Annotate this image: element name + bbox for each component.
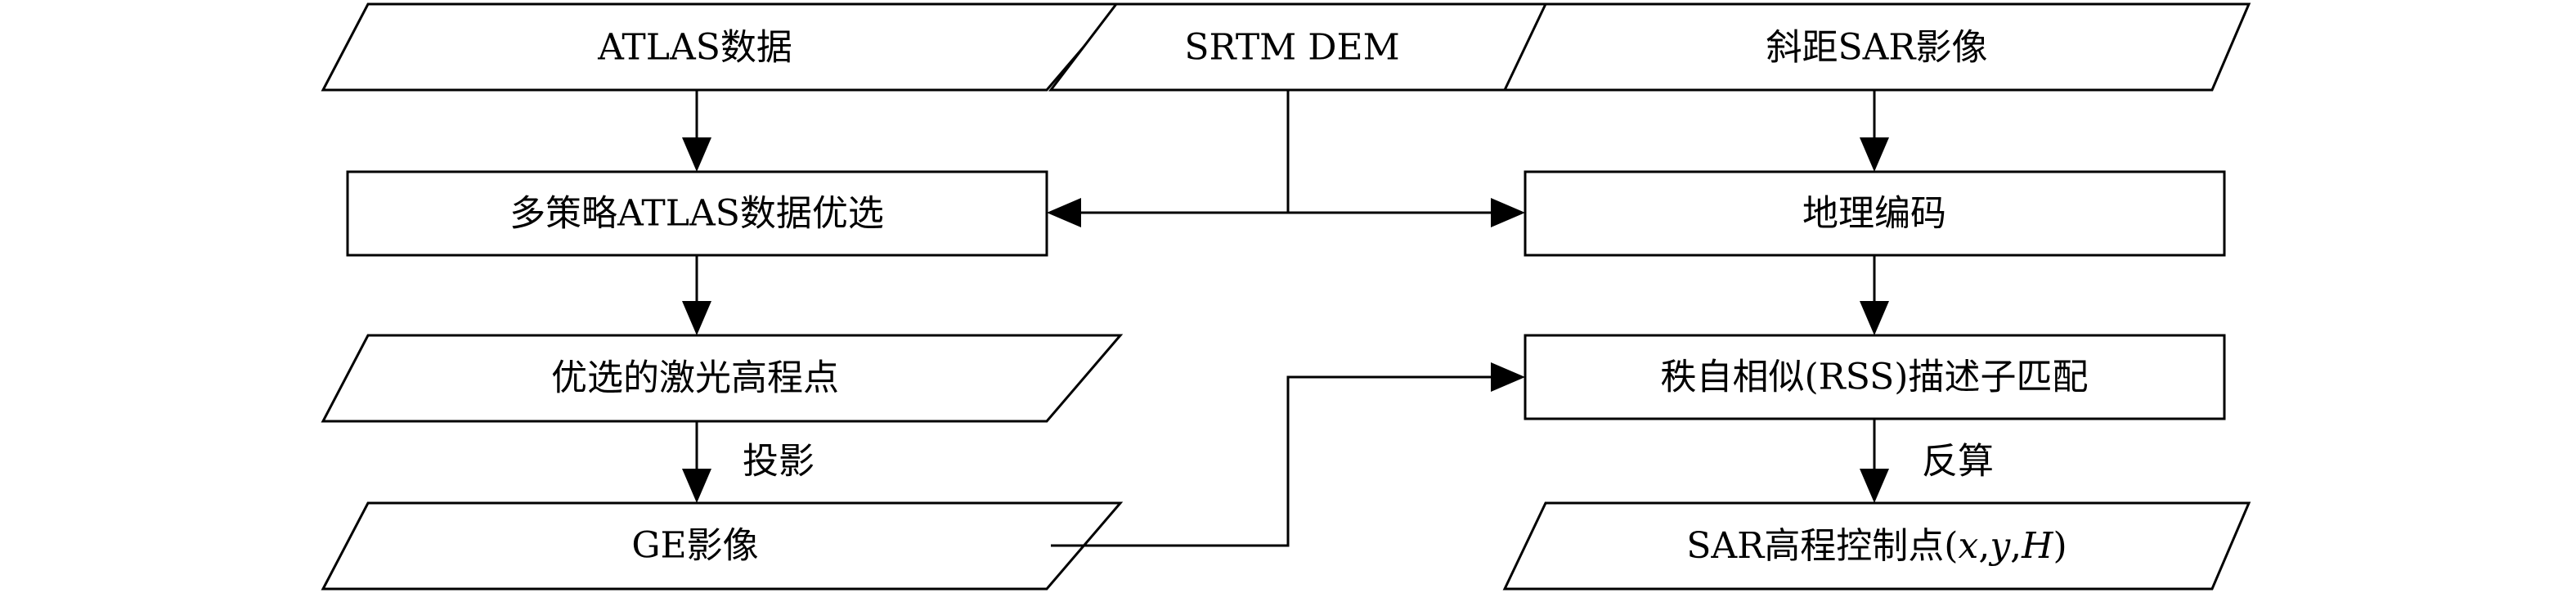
arrowhead-down	[682, 301, 711, 335]
atlas-selection-box	[346, 170, 1048, 257]
laser-points-parallelogram	[321, 334, 1124, 423]
node-slant-sar: 斜距SAR影像	[1502, 2, 2251, 92]
laser-points-label: 优选的激光高程点	[551, 357, 839, 399]
ge-image-label: GE影像	[631, 525, 758, 567]
node-geocoding: 地理编码	[1524, 170, 2226, 257]
arrowhead-right	[1491, 198, 1525, 227]
node-sar-gcp: SAR高程控制点(x,y,H)	[1502, 501, 2251, 591]
arrowhead-down	[1860, 301, 1889, 335]
edge-sar-to-geocoding	[1860, 90, 1889, 172]
edge-geocoding-to-rss	[1860, 255, 1889, 335]
atlas-data-label: ATLAS数据	[597, 27, 792, 69]
sar-gcp-prefix: SAR高程控制点(	[1686, 525, 1958, 567]
edge-atlas-to-selection	[682, 90, 711, 172]
slant-sar-label: 斜距SAR影像	[1766, 27, 1987, 69]
srtm-dem-label: SRTM DEM	[1184, 27, 1399, 69]
edge-selection-to-laser	[682, 255, 711, 335]
node-srtm-dem: SRTM DEM	[1048, 2, 1547, 92]
edge-ge-to-rss	[1051, 362, 1525, 547]
arrowhead-left	[1047, 198, 1081, 227]
edge-label-projection: 投影	[743, 441, 815, 483]
geocoding-label: 地理编码	[1802, 193, 1946, 235]
sar-gcp-suffix: )	[2053, 525, 2067, 567]
arrowhead-down	[1860, 137, 1889, 172]
arrowhead-right	[1491, 362, 1525, 392]
sar-gcp-parallelogram	[1502, 501, 2251, 591]
rss-matching-label: 秩自相似(RSS)描述子匹配	[1661, 357, 2089, 398]
node-laser-points: 优选的激光高程点	[321, 334, 1124, 423]
edge-label-inversion: 反算	[1922, 441, 1994, 483]
node-ge-image: GE影像	[321, 501, 1124, 591]
sar-gcp-comma1: ,	[1978, 525, 1990, 567]
edge-srtm-split	[1047, 90, 1525, 227]
node-rss-matching: 秩自相似(RSS)描述子匹配	[1524, 334, 2226, 420]
sar-gcp-comma2: ,	[2010, 525, 2022, 567]
slant-sar-parallelogram	[1502, 2, 2251, 92]
sar-gcp-label: SAR高程控制点(x,y,H)	[1686, 525, 2067, 567]
node-atlas-data: ATLAS数据	[321, 2, 1124, 92]
arrowhead-down	[1860, 469, 1889, 503]
ge-image-parallelogram	[321, 501, 1124, 591]
edge-rss-to-gcp	[1860, 419, 1889, 503]
arrowhead-down	[682, 137, 711, 172]
atlas-data-parallelogram	[321, 2, 1124, 92]
sar-gcp-x: x	[1958, 525, 1978, 567]
edge-laser-to-ge	[682, 421, 711, 503]
node-atlas-selection: 多策略ATLAS数据优选	[346, 170, 1048, 257]
arrowhead-down	[682, 469, 711, 503]
atlas-selection-label: 多策略ATLAS数据优选	[509, 193, 884, 235]
sar-gcp-h: H	[2021, 525, 2054, 567]
rss-matching-box	[1524, 334, 2226, 420]
sar-gcp-y: y	[1988, 525, 2011, 567]
